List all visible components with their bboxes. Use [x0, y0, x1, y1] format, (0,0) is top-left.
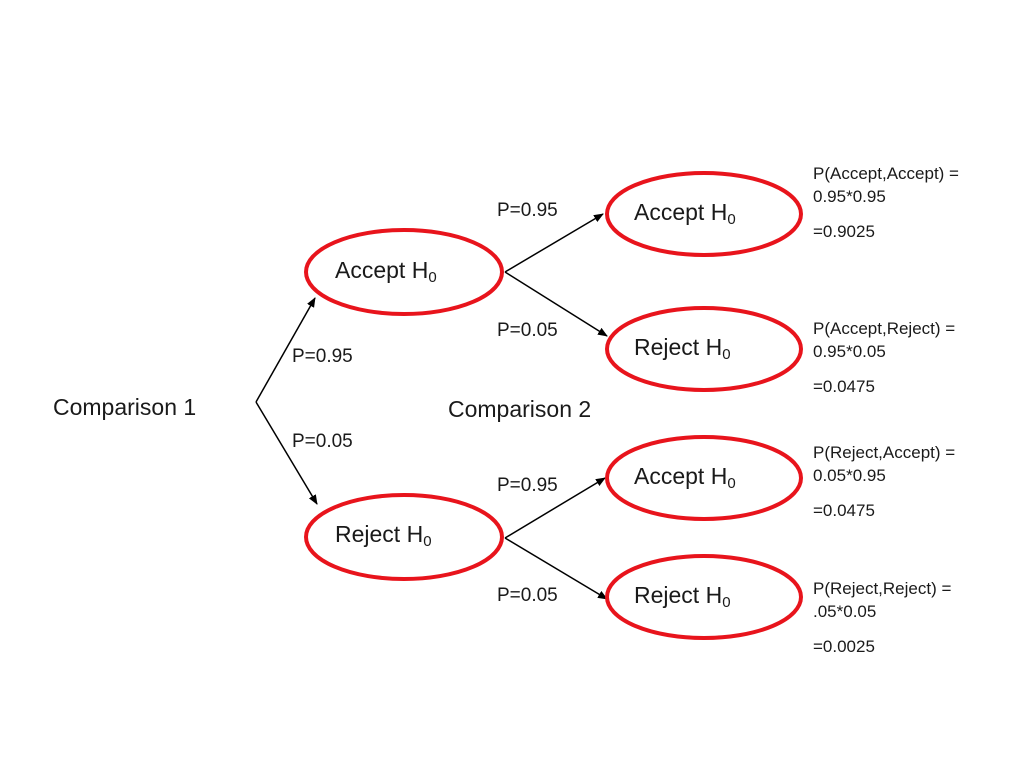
result-accept-reject-line3: =0.0475 [813, 376, 875, 396]
result-reject-accept-line1: P(Reject,Accept) = [813, 443, 956, 462]
prob-level2-accept-reject: P=0.05 [497, 320, 558, 341]
node-level2-accept-accept-label: Accept H0 [634, 199, 736, 228]
result-reject-reject-line1: P(Reject,Reject) = [813, 579, 952, 598]
result-accept-accept-line3: =0.9025 [813, 221, 875, 241]
result-accept-reject: P(Accept,Reject) = 0.95*0.05 =0.0475 [813, 318, 955, 399]
node-level1-reject [304, 493, 504, 581]
branch-accept-to-accept [504, 213, 604, 273]
branch-root-to-accept [255, 297, 316, 403]
node-level1-accept [304, 228, 504, 316]
result-reject-accept: P(Reject,Accept) = 0.05*0.95 =0.0475 [813, 442, 955, 523]
result-accept-accept-line2: 0.95*0.95 [813, 186, 886, 206]
node-level1-accept-label: Accept H0 [335, 257, 437, 286]
result-reject-accept-line2: 0.05*0.95 [813, 465, 886, 485]
branch-root-to-reject [255, 401, 318, 505]
prob-level2-reject-accept: P=0.95 [497, 475, 558, 496]
prob-level1-accept: P=0.95 [292, 346, 353, 367]
result-reject-accept-line3: =0.0475 [813, 500, 875, 520]
result-reject-reject-line2: .05*0.05 [813, 601, 877, 621]
result-accept-accept-line1: P(Accept,Accept) = [813, 164, 959, 183]
node-level2-reject-reject-label: Reject H0 [634, 582, 731, 611]
prob-level2-accept-accept: P=0.95 [497, 200, 558, 221]
node-level2-reject-reject [605, 554, 803, 640]
node-level2-accept-accept [605, 171, 803, 257]
node-level2-reject-accept-label: Accept H0 [634, 463, 736, 492]
branch-accept-to-reject [504, 271, 608, 337]
result-accept-reject-line1: P(Accept,Reject) = [813, 319, 956, 338]
comparison-1-label: Comparison 1 [53, 394, 197, 420]
node-level2-accept-reject-label: Reject H0 [634, 334, 731, 363]
node-level2-accept-reject [605, 306, 803, 392]
result-reject-reject-line3: =0.0025 [813, 636, 875, 656]
node-level2-reject-accept [605, 435, 803, 521]
prob-level2-reject-reject: P=0.05 [497, 585, 558, 606]
result-accept-accept: P(Accept,Accept) = 0.95*0.95 =0.9025 [813, 163, 959, 244]
prob-level1-reject: P=0.05 [292, 431, 353, 452]
branch-reject-to-accept [504, 477, 606, 539]
result-reject-reject: P(Reject,Reject) = .05*0.05 =0.0025 [813, 578, 951, 659]
branch-reject-to-reject [504, 537, 608, 600]
result-accept-reject-line2: 0.95*0.05 [813, 341, 886, 361]
node-level1-reject-label: Reject H0 [335, 521, 432, 550]
comparison-2-label: Comparison 2 [448, 396, 592, 422]
